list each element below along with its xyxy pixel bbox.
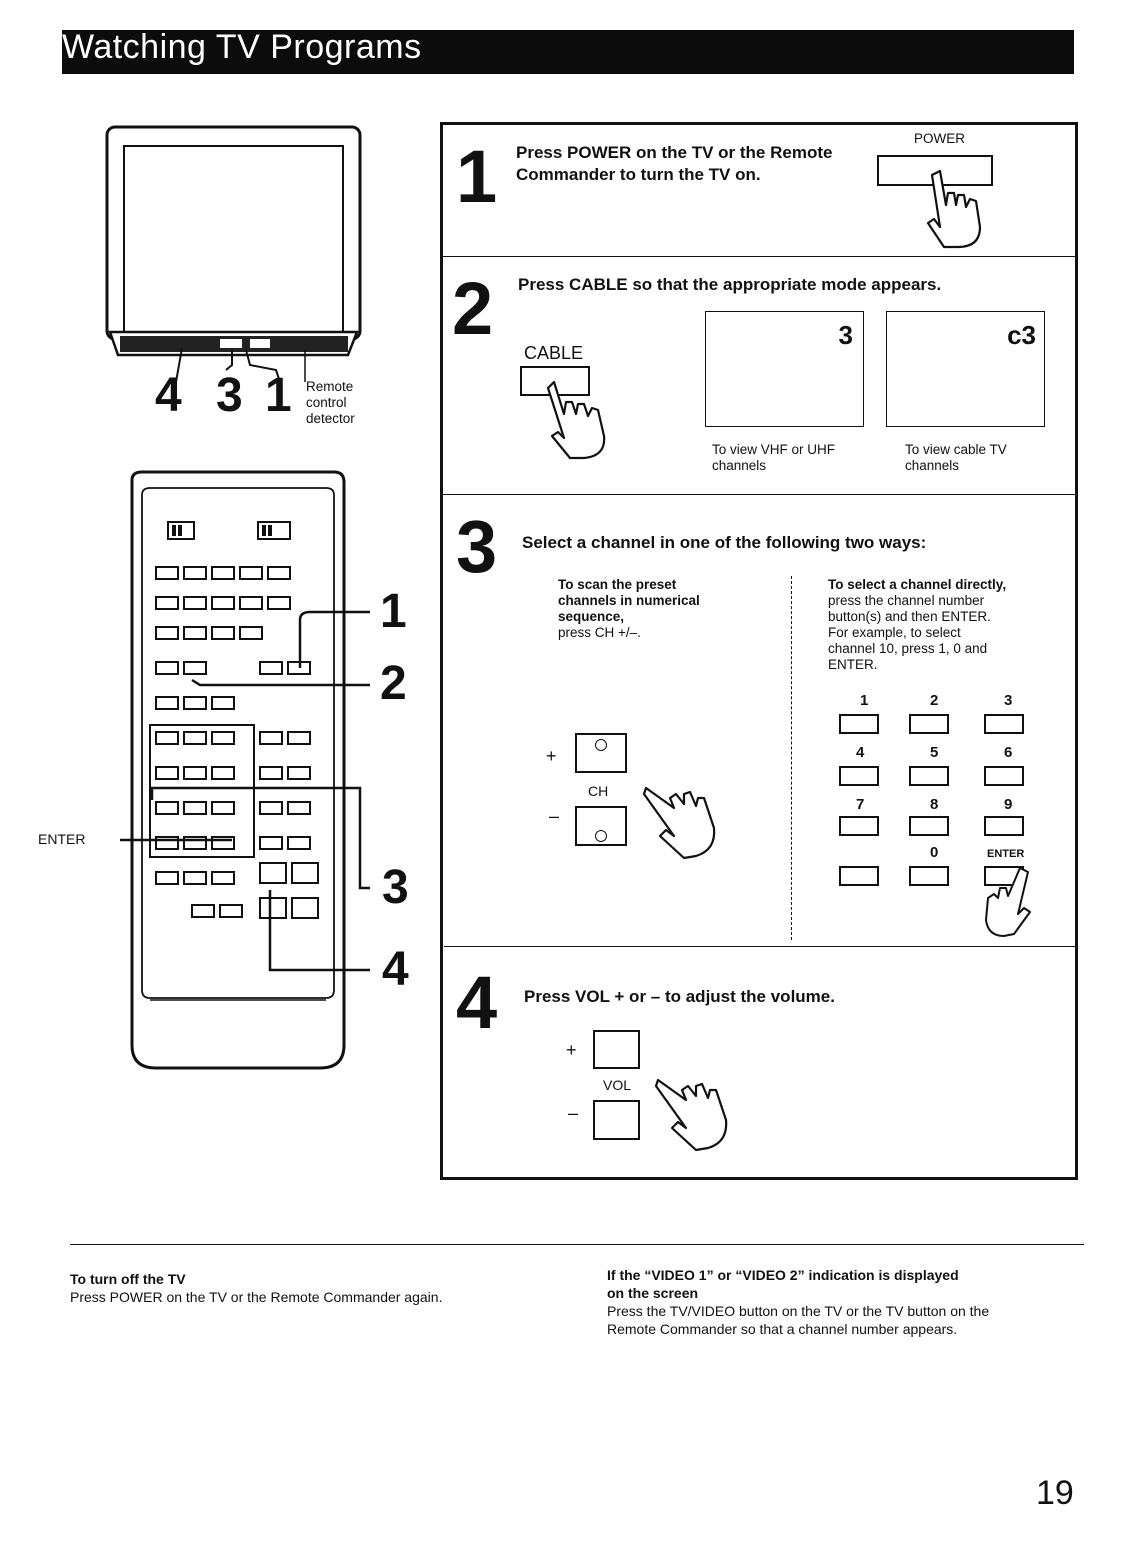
step-divider: [440, 256, 1076, 257]
step-4-number: 4: [456, 961, 498, 1044]
step-3-instruction: Select a channel in one of the following…: [522, 533, 927, 552]
step-2-number: 2: [452, 267, 494, 350]
page-number: 19: [1036, 1474, 1074, 1512]
keypad-button-3: [984, 714, 1024, 734]
keypad-key-label: ENTER: [987, 848, 1025, 860]
remote-callout-3: 3: [382, 861, 409, 914]
channel-display: c3: [1007, 320, 1036, 350]
turn-off-note: To turn off the TV Press POWER on the TV…: [70, 1271, 443, 1305]
keypad-key-label: 6: [1004, 744, 1013, 761]
vol-down-button: [593, 1100, 640, 1140]
video-indication-note: If the “VIDEO 1” or “VIDEO 2” indication…: [607, 1267, 990, 1337]
title-bar: [62, 30, 1074, 74]
ch-down-button: [575, 806, 627, 846]
numeric-keypad: 1 2 3 4 5 6 7 8 9 0 ENTER: [834, 692, 1054, 902]
page-title: Watching TV Programs: [62, 28, 422, 66]
pointing-hand-icon: [546, 380, 606, 460]
tv-illustration: [105, 125, 362, 383]
remote-callout-2: 2: [380, 657, 407, 710]
step-divider: [440, 494, 1076, 495]
cable-caption: To view cable TV channels: [905, 442, 1007, 473]
pointing-hand-icon: [642, 786, 716, 860]
keypad-key-label: 4: [856, 744, 865, 761]
keypad-key-label: 2: [930, 692, 939, 709]
tv-screen-vhf: 3: [705, 311, 864, 427]
footer-rule: [70, 1244, 1084, 1245]
tv-callout-3: 3: [216, 369, 243, 422]
remote-callout-4: 4: [382, 943, 409, 996]
step-divider: [444, 946, 1078, 947]
vol-label: VOL: [603, 1077, 632, 1093]
tv-screen-cable: c3: [886, 311, 1045, 427]
remote-detector-label: Remote control detector: [306, 379, 355, 426]
step-1-instruction: Press POWER on the TV or the Remote Comm…: [516, 143, 833, 184]
tv-callout-4: 4: [155, 369, 182, 422]
keypad-key-label: 3: [1004, 692, 1013, 709]
keypad-button-7: [839, 816, 879, 836]
pointing-hand-icon: [926, 169, 982, 249]
pointing-hand-icon: [985, 867, 1031, 937]
keypad-key-label: 1: [860, 692, 869, 709]
ch-up-button: [575, 733, 627, 773]
keypad-button-5: [909, 766, 949, 786]
steps-box: [440, 122, 1078, 1180]
keypad-button-6: [984, 766, 1024, 786]
vol-minus-sign: –: [568, 1103, 579, 1123]
ch-minus-sign: –: [549, 806, 560, 826]
remote-callout-1: 1: [380, 585, 407, 638]
vol-up-button: [593, 1030, 640, 1069]
step-1-number: 1: [456, 135, 498, 218]
step-2-instruction: Press CABLE so that the appropriate mode…: [518, 275, 942, 294]
tv-callout-1: 1: [265, 369, 292, 422]
keypad-button-4: [839, 766, 879, 786]
step-4-instruction: Press VOL + or – to adjust the volume.: [524, 987, 835, 1006]
keypad-button-9: [984, 816, 1024, 836]
enter-label: ENTER: [38, 831, 86, 847]
vol-plus-sign: +: [566, 1040, 577, 1060]
keypad-key-label: 7: [856, 796, 865, 813]
keypad-button-8: [909, 816, 949, 836]
step-3-number: 3: [456, 505, 498, 588]
ch-plus-sign: +: [546, 746, 557, 766]
keypad-key-label: 5: [930, 744, 939, 761]
keypad-button-1: [839, 714, 879, 734]
ch-label: CH: [588, 783, 609, 799]
keypad-key-label: 9: [1004, 796, 1013, 813]
remote-commander-illustration: [120, 470, 370, 1070]
keypad-button-blank: [839, 866, 879, 886]
pointing-hand-icon: [654, 1078, 728, 1152]
keypad-key-label: 8: [930, 796, 939, 813]
power-label: POWER: [914, 131, 966, 146]
cable-label: CABLE: [524, 343, 584, 363]
channel-display: 3: [838, 320, 853, 350]
scan-method-text: To scan the preset channels in numerical…: [558, 577, 700, 640]
direct-method-text: To select a channel directly, press the …: [828, 577, 1007, 672]
vhf-caption: To view VHF or UHF channels: [712, 442, 836, 473]
keypad-key-label: 0: [930, 844, 939, 861]
method-separator: [791, 576, 792, 940]
keypad-button-0: [909, 866, 949, 886]
keypad-button-2: [909, 714, 949, 734]
